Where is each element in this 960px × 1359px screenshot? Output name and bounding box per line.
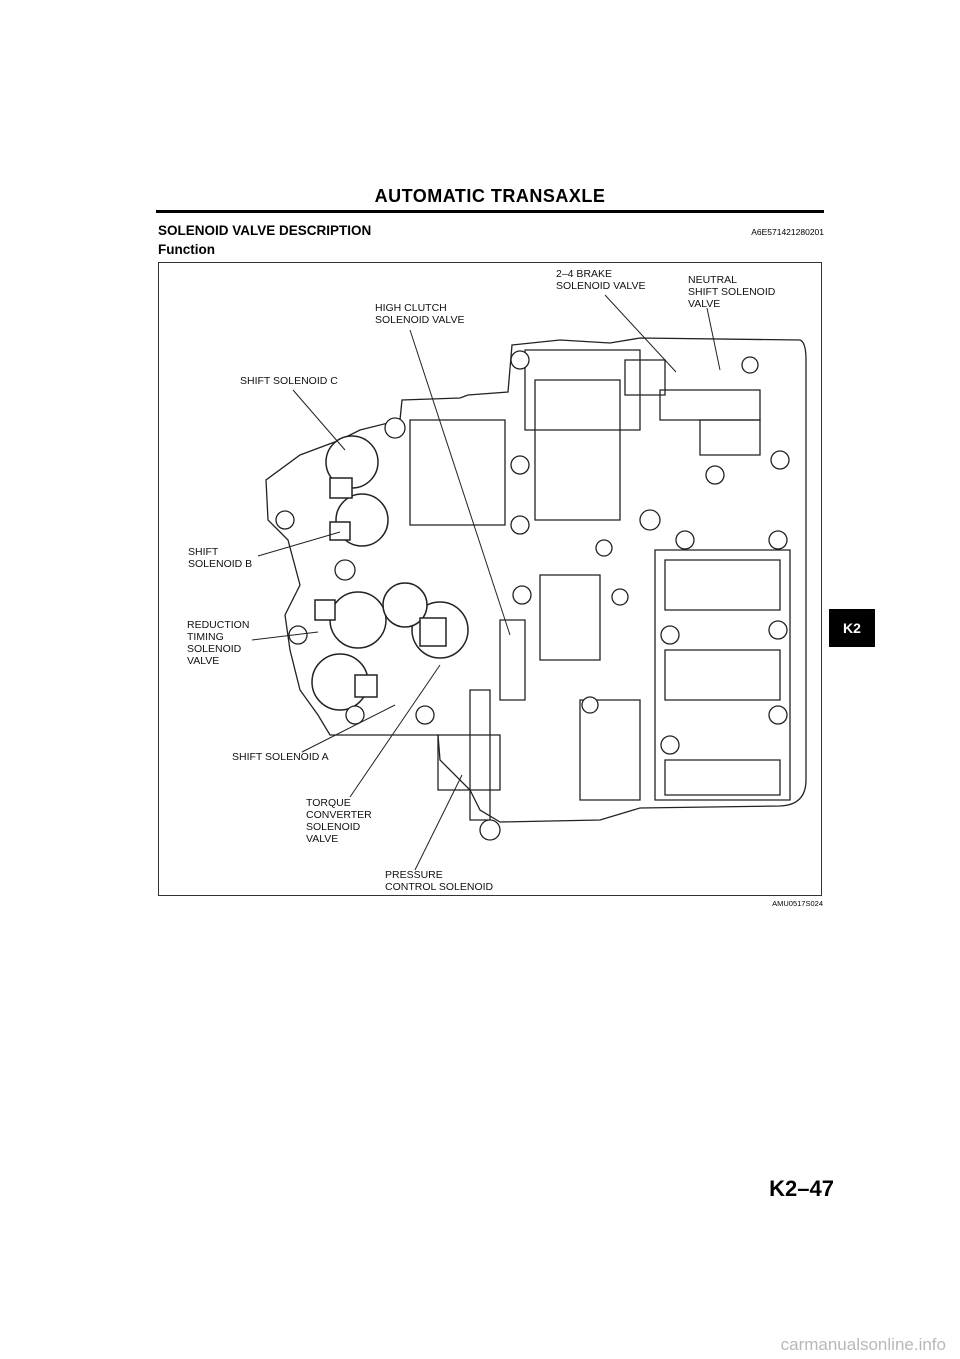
watermark: carmanualsonline.info xyxy=(780,1335,946,1354)
figure-frame xyxy=(158,262,822,896)
label-shift-b-line1: SHIFT xyxy=(188,546,219,558)
label-shift-b-line2: SOLENOID B xyxy=(188,558,252,570)
label-shift-solenoid-c: SHIFT SOLENOID C xyxy=(240,375,338,387)
label-pressure-line1: PRESSURE xyxy=(385,869,443,881)
subsection-title: Function xyxy=(158,242,215,257)
label-neutral-line2: SHIFT SOLENOID xyxy=(688,286,776,298)
label-reduction-line3: SOLENOID xyxy=(187,643,242,655)
section-code: A6E571421280201 xyxy=(751,227,824,237)
label-torque-line2: CONVERTER xyxy=(306,809,372,821)
page-header-title: AUTOMATIC TRANSAXLE xyxy=(374,186,606,206)
section-tab-k2: K2 xyxy=(829,609,875,647)
label-shift-solenoid-a: SHIFT SOLENOID A xyxy=(232,751,329,763)
section-title: SOLENOID VALVE DESCRIPTION xyxy=(158,223,372,238)
label-pressure-line2: CONTROL SOLENOID xyxy=(385,881,494,893)
label-2-4-brake-line2: SOLENOID VALVE xyxy=(556,280,645,292)
label-neutral-line1: NEUTRAL xyxy=(688,274,737,286)
label-high-clutch-line1: HIGH CLUTCH xyxy=(375,302,447,314)
figure-code: AMU0517S024 xyxy=(772,899,823,908)
label-neutral-line3: VALVE xyxy=(688,298,720,310)
label-reduction-line4: VALVE xyxy=(187,655,219,667)
label-high-clutch-line2: SOLENOID VALVE xyxy=(375,314,464,326)
page-number: K2–47 xyxy=(769,1176,834,1201)
label-torque-line3: SOLENOID xyxy=(306,821,361,833)
label-torque-line1: TORQUE xyxy=(306,797,351,809)
label-torque-line4: VALVE xyxy=(306,833,338,845)
label-reduction-line1: REDUCTION xyxy=(187,619,249,631)
label-2-4-brake-line1: 2–4 BRAKE xyxy=(556,268,612,280)
label-reduction-line2: TIMING xyxy=(187,631,224,643)
header-rule xyxy=(156,210,824,213)
